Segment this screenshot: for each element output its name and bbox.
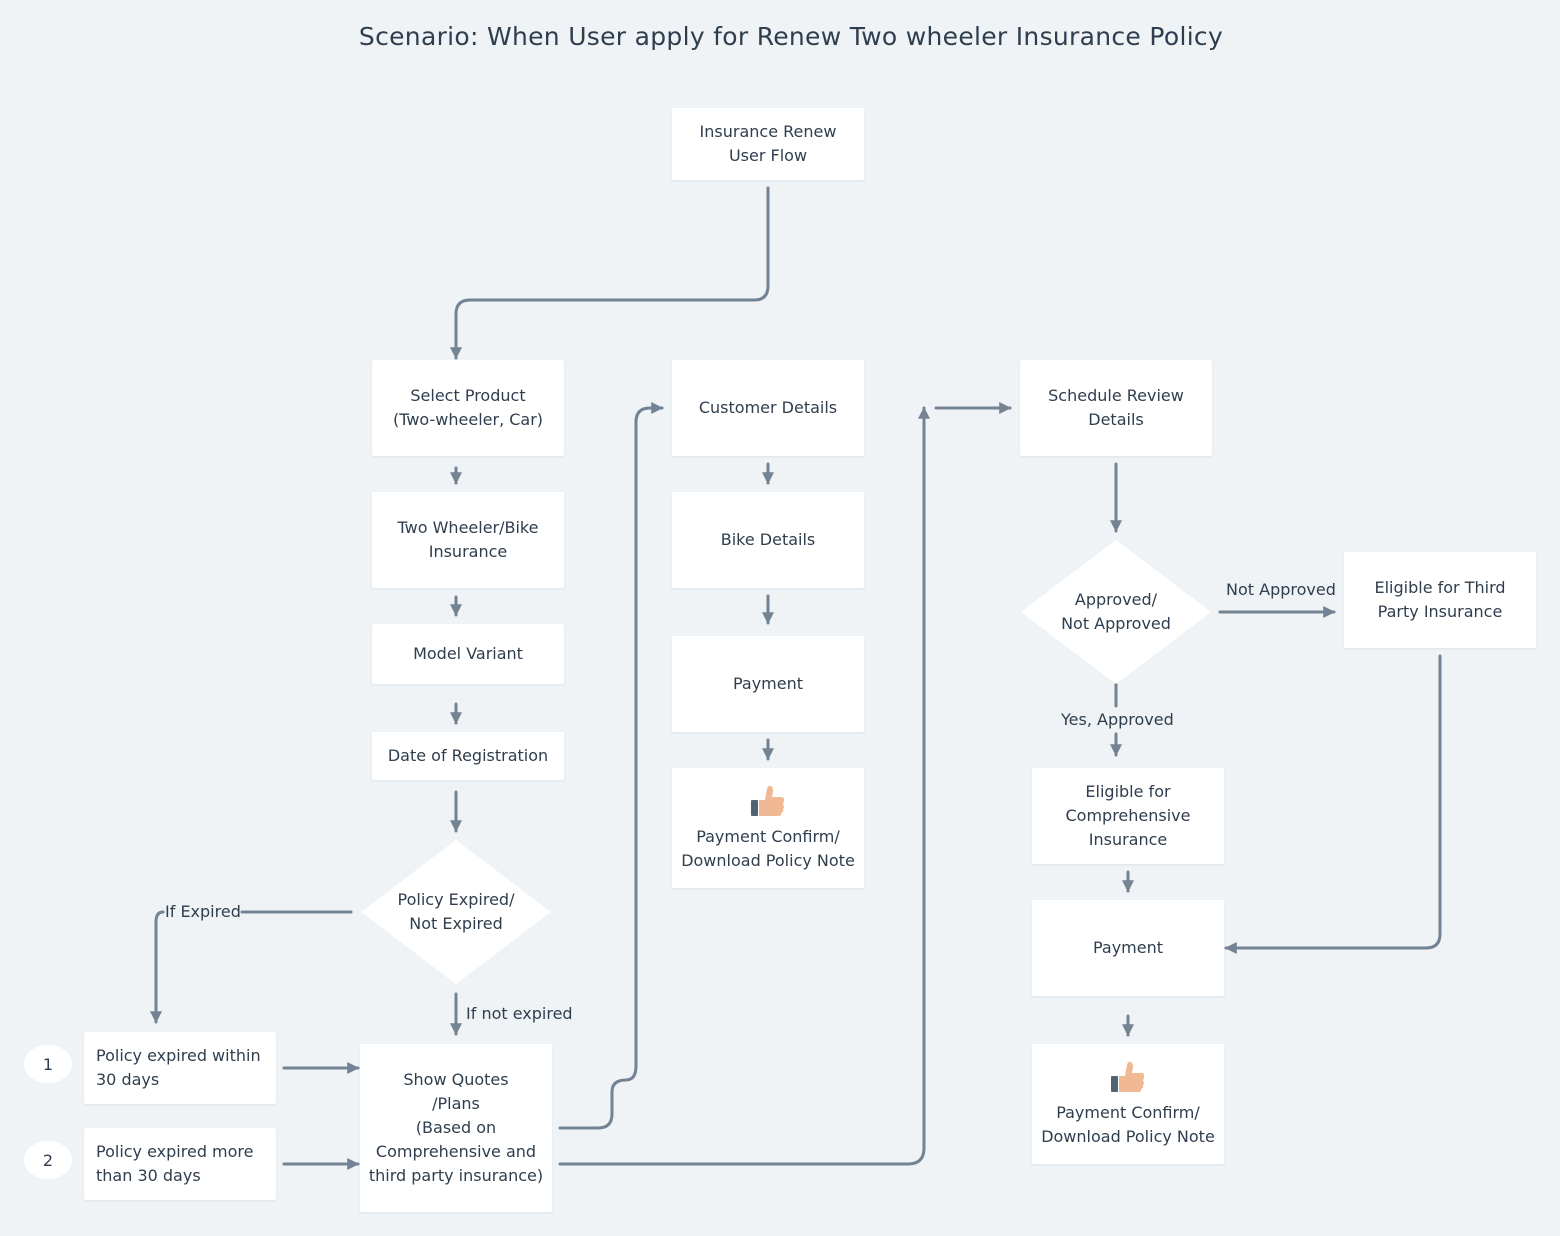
date-of-registration-node: Date of Registration: [372, 732, 564, 780]
edge-label-yes-approved: Yes, Approved: [1061, 710, 1174, 729]
policy-expired-more-node: Policy expired more than 30 days: [84, 1128, 276, 1200]
payment-confirm-label-2: Payment Confirm/ Download Policy Note: [1041, 1103, 1215, 1146]
model-variant-node: Model Variant: [372, 624, 564, 684]
edge-quotes-to-schedule: [558, 406, 930, 1166]
payment-node-2: Payment: [1032, 900, 1224, 996]
edge-start-to-select: [450, 186, 770, 360]
thumbs-up-icon: [751, 785, 785, 816]
third-party-insurance-node: Eligible for Third Party Insurance: [1344, 552, 1536, 648]
edge-label-if-not-expired: If not expired: [466, 1004, 573, 1023]
payment-node-1: Payment: [672, 636, 864, 732]
approved-decision-label: Approved/ Not Approved: [1061, 590, 1171, 633]
customer-details-node: Customer Details: [672, 360, 864, 456]
payment-confirm-node-2: Payment Confirm/ Download Policy Note: [1032, 1044, 1224, 1164]
schedule-review-node: Schedule Review Details: [1020, 360, 1212, 456]
select-product-node: Select Product (Two-wheeler, Car): [372, 360, 564, 456]
payment-confirm-node-1: Payment Confirm/ Download Policy Note: [672, 768, 864, 888]
edge-if-expired-down: [150, 910, 165, 1024]
edge-thirdparty-to-payment: [1224, 654, 1442, 954]
start-node: Insurance Renew User Flow: [672, 108, 864, 180]
policy-expired-within-node: Policy expired within 30 days: [84, 1032, 276, 1104]
edge-label-if-expired: If Expired: [165, 902, 241, 921]
decision-diamond-approved: [1021, 540, 1211, 684]
two-wheeler-insurance-node: Two Wheeler/Bike Insurance: [372, 492, 564, 588]
show-quotes-node: Show Quotes /Plans (Based on Comprehensi…: [360, 1044, 552, 1212]
step-marker-1: 1: [24, 1045, 72, 1083]
policy-expired-decision-label: Policy Expired/ Not Expired: [397, 890, 515, 933]
comprehensive-insurance-node: Eligible for Comprehensive Insurance: [1032, 768, 1224, 864]
bike-details-node: Bike Details: [672, 492, 864, 588]
diagram-title: Scenario: When User apply for Renew Two …: [358, 22, 1224, 51]
step-marker-2: 2: [24, 1141, 72, 1179]
thumbs-up-icon: [1111, 1061, 1145, 1092]
edge-quotes-to-customer: [558, 402, 664, 1130]
payment-confirm-label-1: Payment Confirm/ Download Policy Note: [681, 827, 855, 870]
edge-label-not-approved: Not Approved: [1226, 580, 1336, 599]
decision-diamond-policy-expired: [361, 840, 551, 984]
